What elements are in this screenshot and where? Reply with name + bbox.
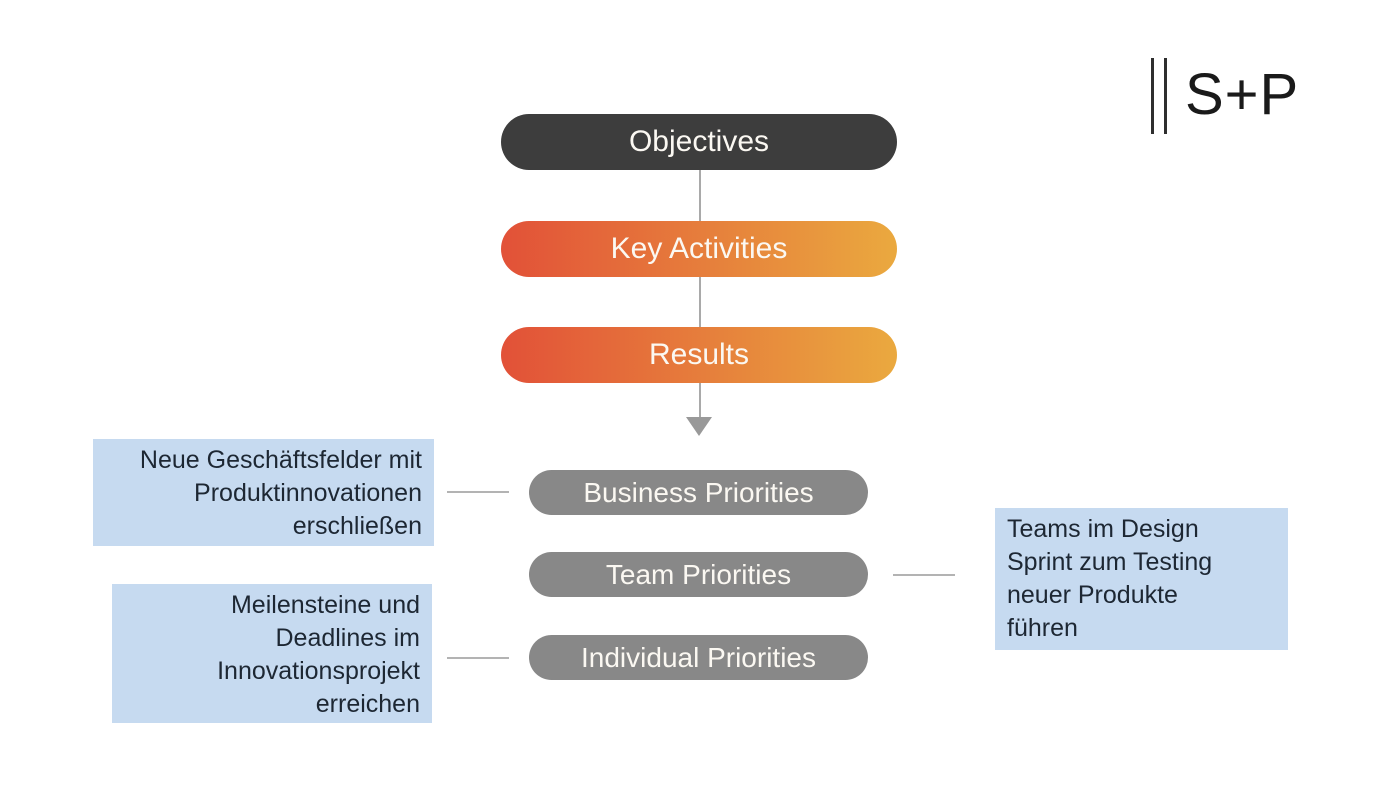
down-arrow-line [699, 383, 701, 419]
objectives-pill: Objectives [501, 114, 897, 170]
logo-double-bar-icon [1151, 58, 1167, 134]
results-pill: Results [501, 327, 897, 383]
sp-logo: S+P [1151, 58, 1299, 134]
connector-leftbottom-to-individual [447, 657, 509, 659]
individual-priorities-pill: Individual Priorities [529, 635, 868, 680]
annotation-left-top: Neue Geschäftsfelder mit Produktinnovati… [93, 439, 434, 546]
connector-objectives-keyactivities [699, 170, 701, 221]
down-arrow-icon [686, 417, 712, 436]
logo-bar-left [1151, 58, 1154, 134]
annotation-left-bottom: Meilensteine und Deadlines im Innovation… [112, 584, 432, 723]
key-activities-pill: Key Activities [501, 221, 897, 277]
team-priorities-pill: Team Priorities [529, 552, 868, 597]
logo-bar-right [1164, 58, 1167, 134]
business-priorities-pill: Business Priorities [529, 470, 868, 515]
connector-keyactivities-results [699, 277, 701, 327]
annotation-right: Teams im Design Sprint zum Testing neuer… [995, 508, 1288, 650]
connector-lefttop-to-business [447, 491, 509, 493]
connector-team-to-right [893, 574, 955, 576]
logo-text: S+P [1185, 62, 1300, 127]
